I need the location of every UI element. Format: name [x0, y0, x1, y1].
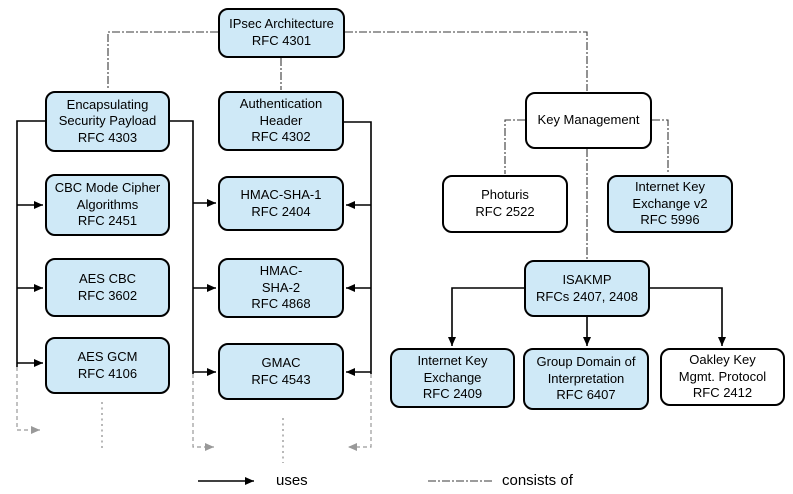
node-ipsec-architecture: IPsec Architecture RFC 4301: [218, 8, 345, 58]
connector-keymanagement-photuris: [504, 119, 525, 174]
node-hmac-sha-1: HMAC-SHA-1 RFC 2404: [218, 176, 344, 231]
legend-consists-of-label: consists of: [502, 472, 573, 489]
node-hmac-sha-2: HMAC- SHA-2 RFC 4868: [218, 258, 344, 318]
connector-ipsec-keymanagement: [345, 31, 588, 91]
node-internet-key-exchange-v2: Internet Key Exchange v2 RFC 5996: [607, 175, 733, 233]
arrow-isakmp-ike: [448, 287, 524, 346]
node-photuris: Photuris RFC 2522: [442, 175, 568, 233]
node-aes-gcm: AES GCM RFC 4106: [45, 337, 170, 394]
node-cbc-mode-cipher-algorithms: CBC Mode Cipher Algorithms RFC 2451: [45, 174, 170, 236]
rail-ah-right: [344, 121, 372, 374]
node-key-management: Key Management: [525, 92, 652, 149]
arrow-isakmp-oakley: [650, 287, 726, 346]
arrow-esp-more-left: [16, 367, 40, 434]
node-internet-key-exchange: Internet Key Exchange RFC 2409: [390, 348, 515, 408]
connector-keymanagement-ikev2: [652, 119, 669, 174]
continuation-connectors: [16, 367, 372, 463]
node-aes-cbc: AES CBC RFC 3602: [45, 258, 170, 317]
legend-uses-label: uses: [276, 472, 308, 489]
consists-of-connectors: [107, 31, 669, 259]
rail-esp-right: [170, 120, 194, 374]
node-encapsulating-security-payload: Encapsulating Security Payload RFC 4303: [45, 91, 170, 152]
arrow-esp-more-middle: [192, 374, 214, 451]
rail-esp-left: [16, 120, 45, 367]
node-oakley-key-mgmt-protocol: Oakley Key Mgmt. Protocol RFC 2412: [660, 348, 785, 406]
node-gmac: GMAC RFC 4543: [218, 343, 344, 400]
node-group-domain-of-interpretation: Group Domain of Interpretation RFC 6407: [523, 348, 649, 410]
connector-ipsec-esp: [107, 31, 218, 90]
node-authentication-header: Authentication Header RFC 4302: [218, 91, 344, 151]
node-isakmp: ISAKMP RFCs 2407, 2408: [524, 260, 650, 317]
uses-connectors: [16, 120, 726, 376]
arrow-ah-more-right: [348, 374, 372, 451]
